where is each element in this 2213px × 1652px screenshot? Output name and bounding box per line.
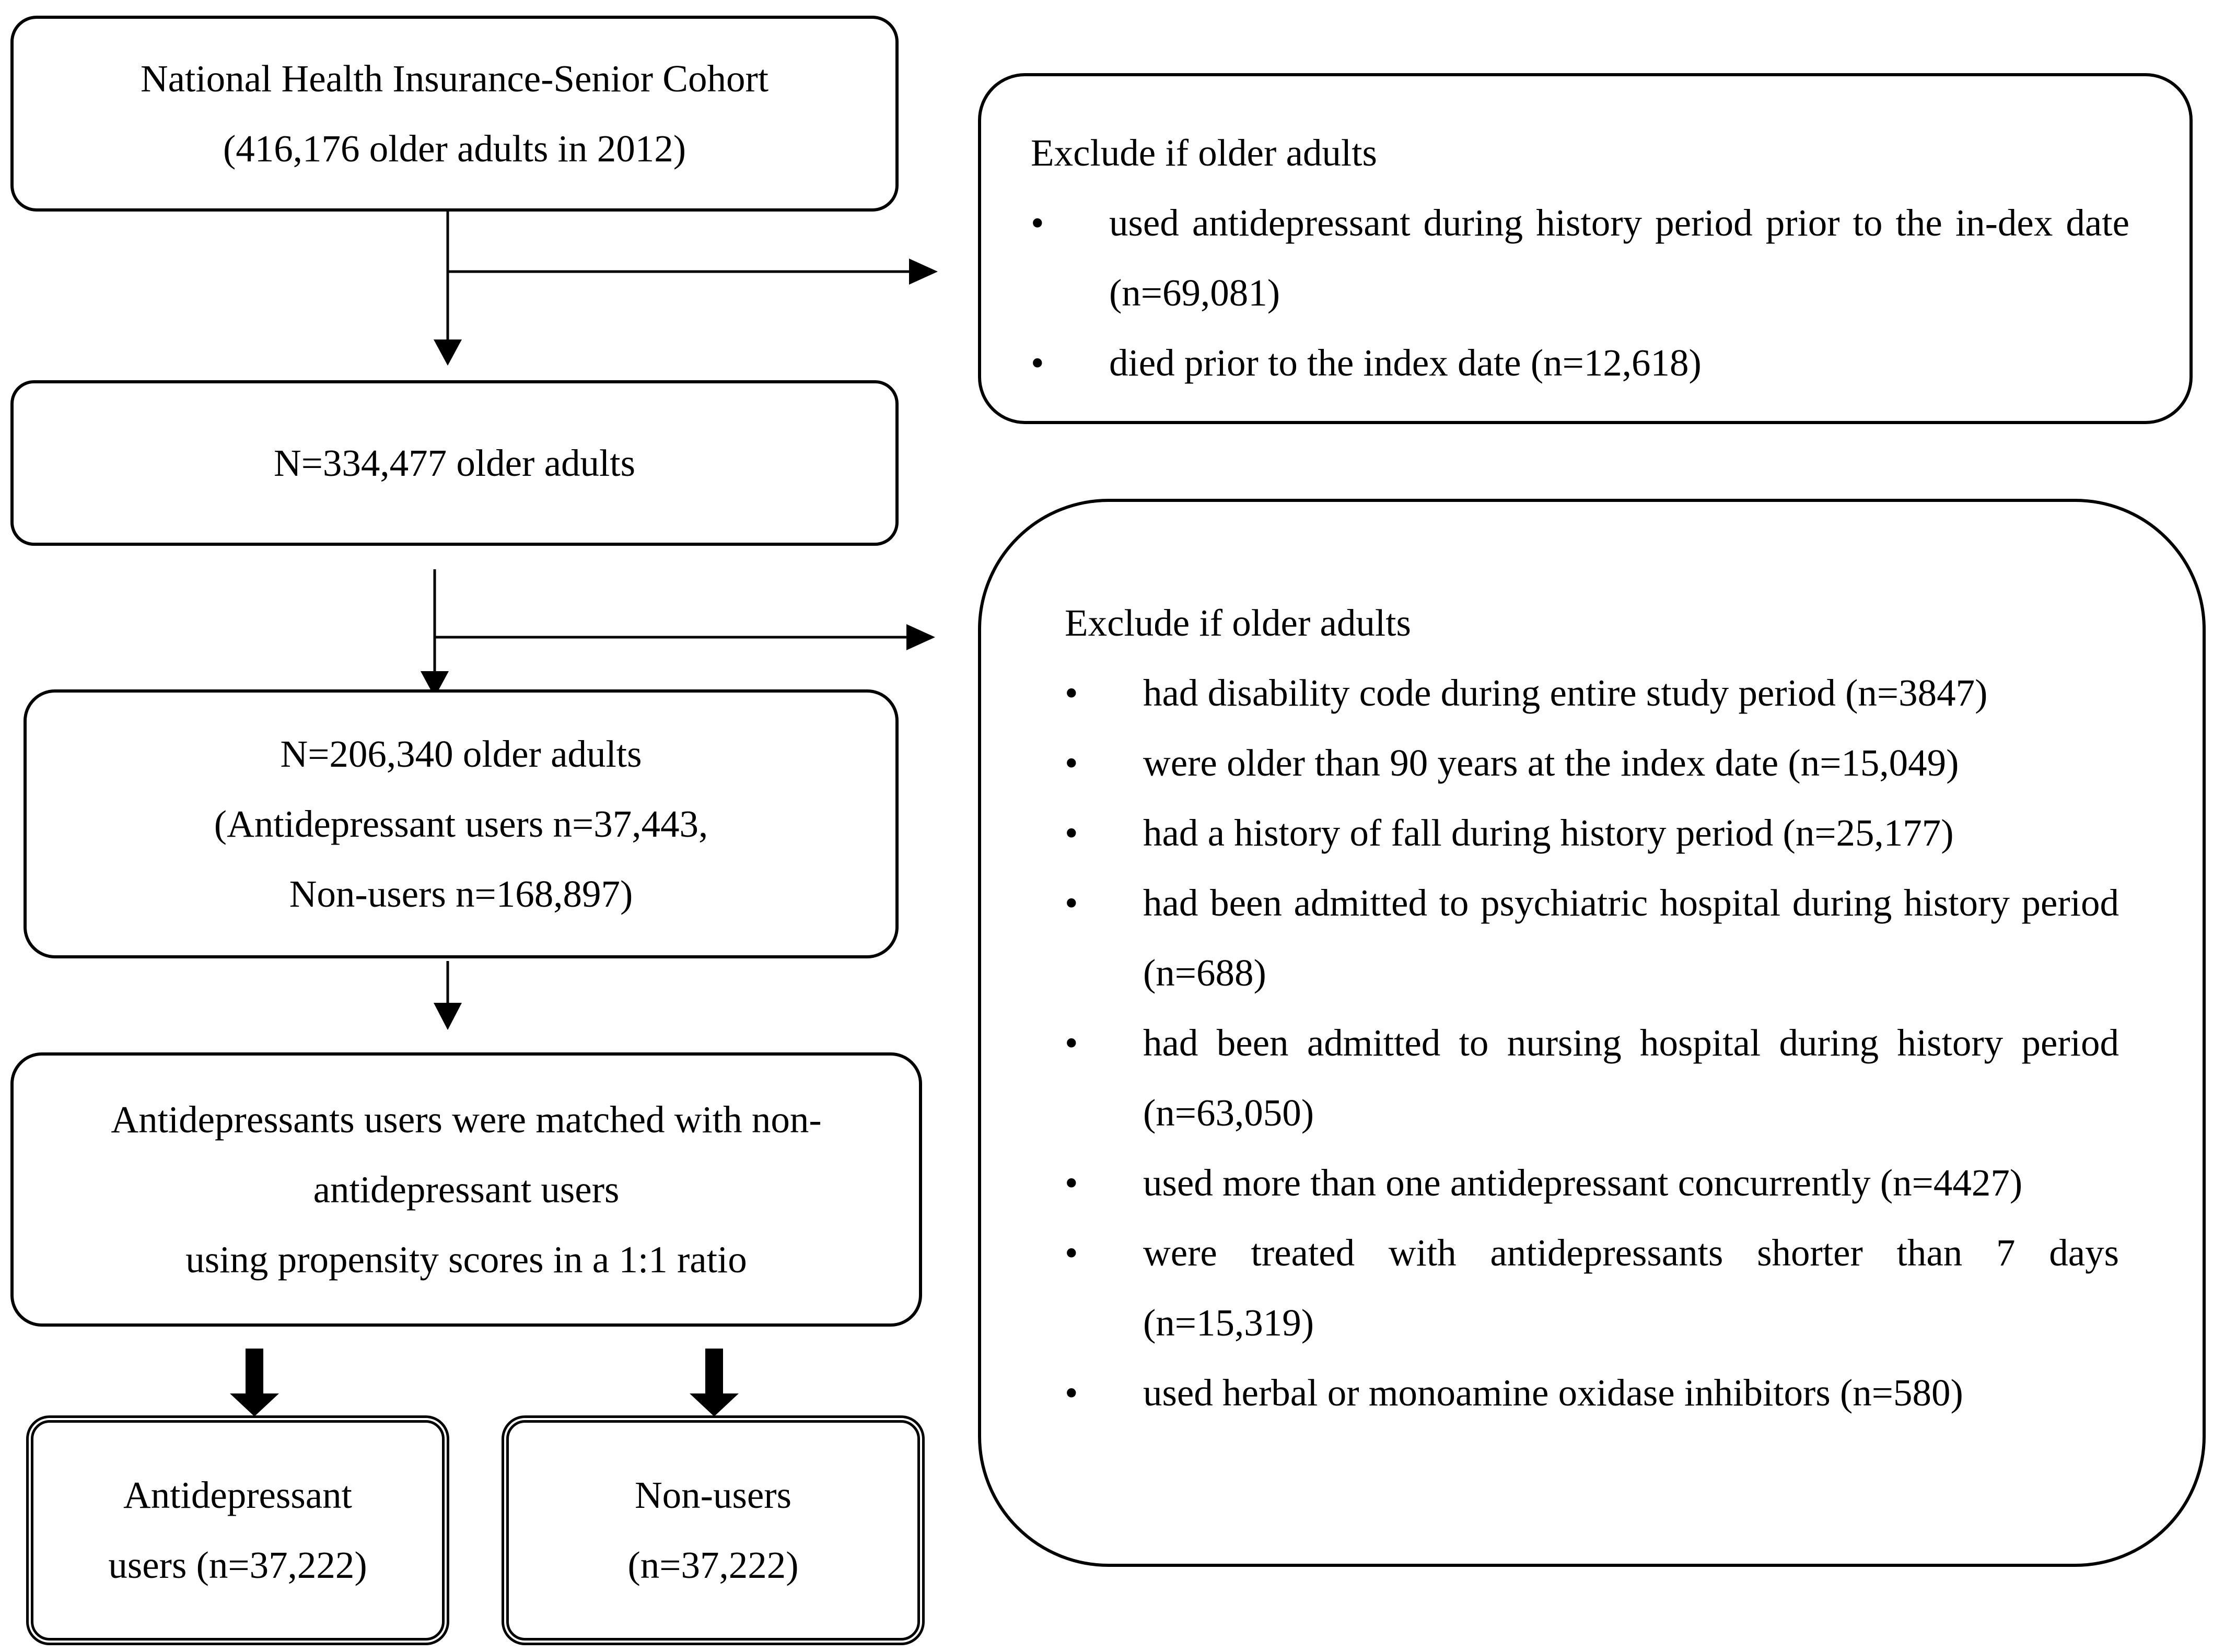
nonusers-count: (n=37,222) [627,1544,799,1586]
thick-arrow-users-head [230,1393,279,1416]
bullet-icon: • [1031,342,1044,384]
nonusers-label: Non-users [634,1474,792,1516]
matching-box: Antidepressants users were matched with … [10,1052,922,1327]
exclusion-1-item: • used antidepressant during history per… [1031,188,2129,328]
exclusion-1-item-text: died prior to the index date (n=12,618) [1109,342,1702,384]
arrowhead-exclusion-2 [906,624,935,650]
exclusion-2-item-text: had a history of fall during history per… [1143,812,1954,854]
exclusion-2-item: • had disability code during entire stud… [1065,658,2119,728]
thick-arrow-nonusers-shaft [705,1349,723,1395]
n2-count: N=206,340 older adults [280,732,642,775]
exclusion-2-item: • used more than one antidepressant conc… [1065,1148,2119,1218]
exclusion-1-heading: Exclude if older adults [1031,132,1377,174]
exclusion-2-item-text: had disability code during entire study … [1143,672,1988,714]
arrowhead-exclusion-1 [909,259,938,285]
arrowhead-n2 [421,671,449,697]
bullet-icon: • [1065,1022,1078,1064]
exclusion-1-item: • died prior to the index date (n=12,618… [1031,328,2129,398]
exclusion-1-list: • used antidepressant during history per… [1031,188,2129,398]
exclusion-2-item: • had been admitted to nursing hospital … [1065,1008,2119,1148]
users-label: Antidepressant [123,1474,352,1516]
exclusion-2-item-text: were older than 90 years at the index da… [1143,742,1959,784]
exclusion-2-item: • had been admitted to psychiatric hospi… [1065,868,2119,1008]
n1-box: N=334,477 older adults [10,380,899,546]
n2-box: N=206,340 older adults (Antidepressant u… [24,689,899,958]
n2-users: (Antidepressant users n=37,443, [214,802,708,845]
exclusion-2-item-text: had been admitted to nursing hospital du… [1143,1022,2119,1134]
cohort-box: National Health Insurance-Senior Cohort … [10,16,899,212]
users-count: users (n=37,222) [108,1544,367,1586]
arrowhead-n1 [434,339,462,366]
cohort-count: (416,176 older adults in 2012) [223,127,686,170]
exclusion-2-item: • had a history of fall during history p… [1065,798,2119,868]
exclusion-2-item-text: used herbal or monoamine oxidase inhibit… [1143,1372,1963,1414]
bullet-icon: • [1065,1232,1078,1274]
nonusers-box: Non-users (n=37,222) [502,1415,925,1645]
arrowhead-match [434,1003,462,1030]
bullet-icon: • [1065,1162,1078,1204]
exclusion-2-item: • used herbal or monoamine oxidase inhib… [1065,1358,2119,1428]
bullet-icon: • [1065,742,1078,784]
cohort-title: National Health Insurance-Senior Cohort [140,57,769,100]
exclusion-2-list: • had disability code during entire stud… [1065,658,2119,1428]
exclusion-box-1: Exclude if older adults • used antidepre… [978,73,2193,424]
n1-count: N=334,477 older adults [273,441,635,484]
bullet-icon: • [1065,672,1078,714]
users-box: Antidepressant users (n=37,222) [26,1415,449,1645]
matching-line-2: antidepressant users [313,1168,620,1211]
exclusion-2-item-text: had been admitted to psychiatric hospita… [1143,882,2119,994]
thick-arrow-users-shaft [246,1349,263,1395]
bullet-icon: • [1065,882,1078,924]
exclusion-2-item-text: were treated with antidepressants shorte… [1143,1232,2119,1344]
bullet-icon: • [1065,1372,1078,1414]
bullet-icon: • [1031,202,1044,244]
exclusion-2-item-text: used more than one antidepressant concur… [1143,1162,2023,1204]
matching-line-1: Antidepressants users were matched with … [111,1098,822,1141]
bullet-icon: • [1065,812,1078,854]
exclusion-2-item: • were treated with antidepressants shor… [1065,1218,2119,1358]
thick-arrow-nonusers-head [690,1393,739,1416]
exclusion-2-item: • were older than 90 years at the index … [1065,728,2119,798]
n2-nonusers: Non-users n=168,897) [289,872,633,915]
exclusion-box-2: Exclude if older adults • had disability… [978,499,2206,1567]
exclusion-2-heading: Exclude if older adults [1065,602,1411,644]
matching-line-3: using propensity scores in a 1:1 ratio [185,1238,747,1281]
exclusion-1-item-text: used antidepressant during history perio… [1109,202,2129,314]
